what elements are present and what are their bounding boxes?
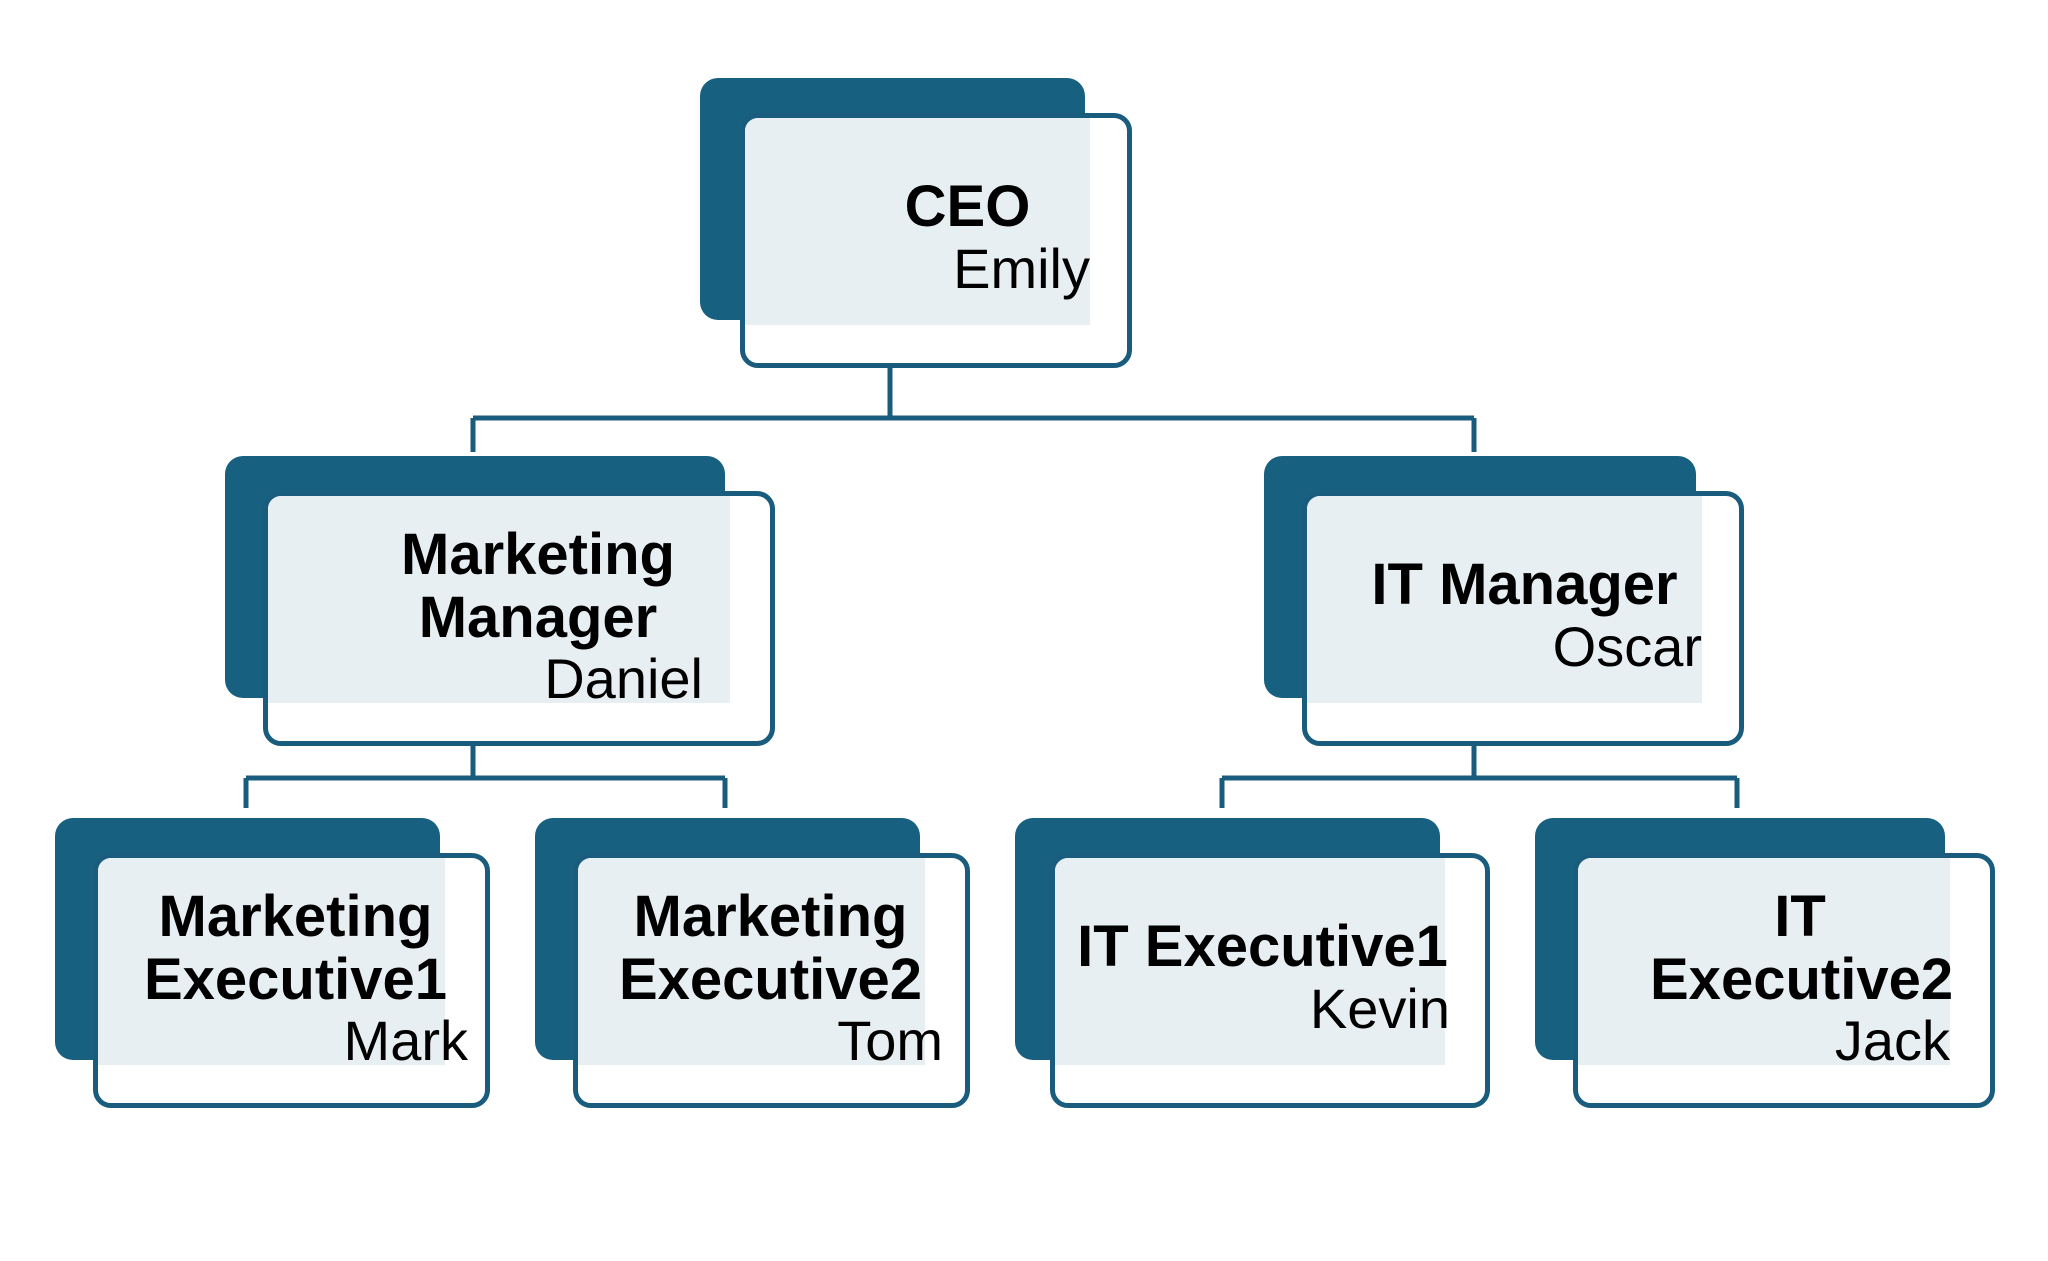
role-marketing-exec1: Marketing Executive1 [143,884,448,1012]
role-it-exec1: IT Executive1 [1077,914,1448,979]
role-marketing-manager: Marketing Manager [401,522,675,650]
node-marketing-exec2-label: Marketing Executive2 Tom [578,884,943,1073]
node-it-exec2-box: IT Executive2 Jack [1573,853,1995,1108]
role-ceo: CEO [904,174,1031,239]
node-it-exec2-tint [1578,858,1950,1065]
node-marketing-exec2-tint [578,858,925,1065]
role-it-exec2: IT Executive2 [1650,884,1954,1012]
node-ceo[interactable]: CEO Emily [700,78,1132,368]
node-it-exec2[interactable]: IT Executive2 Jack [1535,818,1995,1108]
node-it-exec1-label: IT Executive1 Kevin [1055,914,1450,1040]
node-it-manager-label: IT Manager Oscar [1307,552,1702,678]
name-marketing-manager: Daniel [544,647,703,711]
node-ceo-tint [745,118,1090,325]
node-marketing-exec1-label: Marketing Executive1 Mark [98,884,468,1073]
name-marketing-exec1: Mark [343,1009,468,1073]
node-it-manager-box: IT Manager Oscar [1302,491,1744,746]
node-ceo-label: CEO Emily [745,174,1090,300]
node-marketing-manager-label: Marketing Manager Daniel [268,522,703,711]
node-it-exec2-label: IT Executive2 Jack [1578,884,1954,1073]
node-marketing-exec2[interactable]: Marketing Executive2 Tom [535,818,970,1108]
name-ceo: Emily [953,236,1090,300]
node-ceo-box: CEO Emily [740,113,1132,368]
node-marketing-exec1-tint [98,858,445,1065]
role-it-manager: IT Manager [1371,552,1678,617]
role-marketing-exec2: Marketing Executive2 [618,884,923,1012]
node-marketing-manager-box: Marketing Manager Daniel [263,491,775,746]
node-it-manager-tint [1307,496,1702,703]
node-marketing-exec1-box: Marketing Executive1 Mark [93,853,490,1108]
name-it-manager: Oscar [1552,614,1702,678]
node-marketing-exec2-box: Marketing Executive2 Tom [573,853,970,1108]
name-it-exec1: Kevin [1309,976,1450,1040]
node-it-exec1-box: IT Executive1 Kevin [1050,853,1490,1108]
node-marketing-manager[interactable]: Marketing Manager Daniel [225,456,775,746]
node-it-manager[interactable]: IT Manager Oscar [1264,456,1744,746]
node-it-exec1-tint [1055,858,1445,1065]
name-marketing-exec2: Tom [837,1009,943,1073]
node-marketing-manager-tint [268,496,730,703]
node-it-exec1[interactable]: IT Executive1 Kevin [1015,818,1490,1108]
name-it-exec2: Jack [1834,1009,1950,1073]
node-marketing-exec1[interactable]: Marketing Executive1 Mark [55,818,490,1108]
